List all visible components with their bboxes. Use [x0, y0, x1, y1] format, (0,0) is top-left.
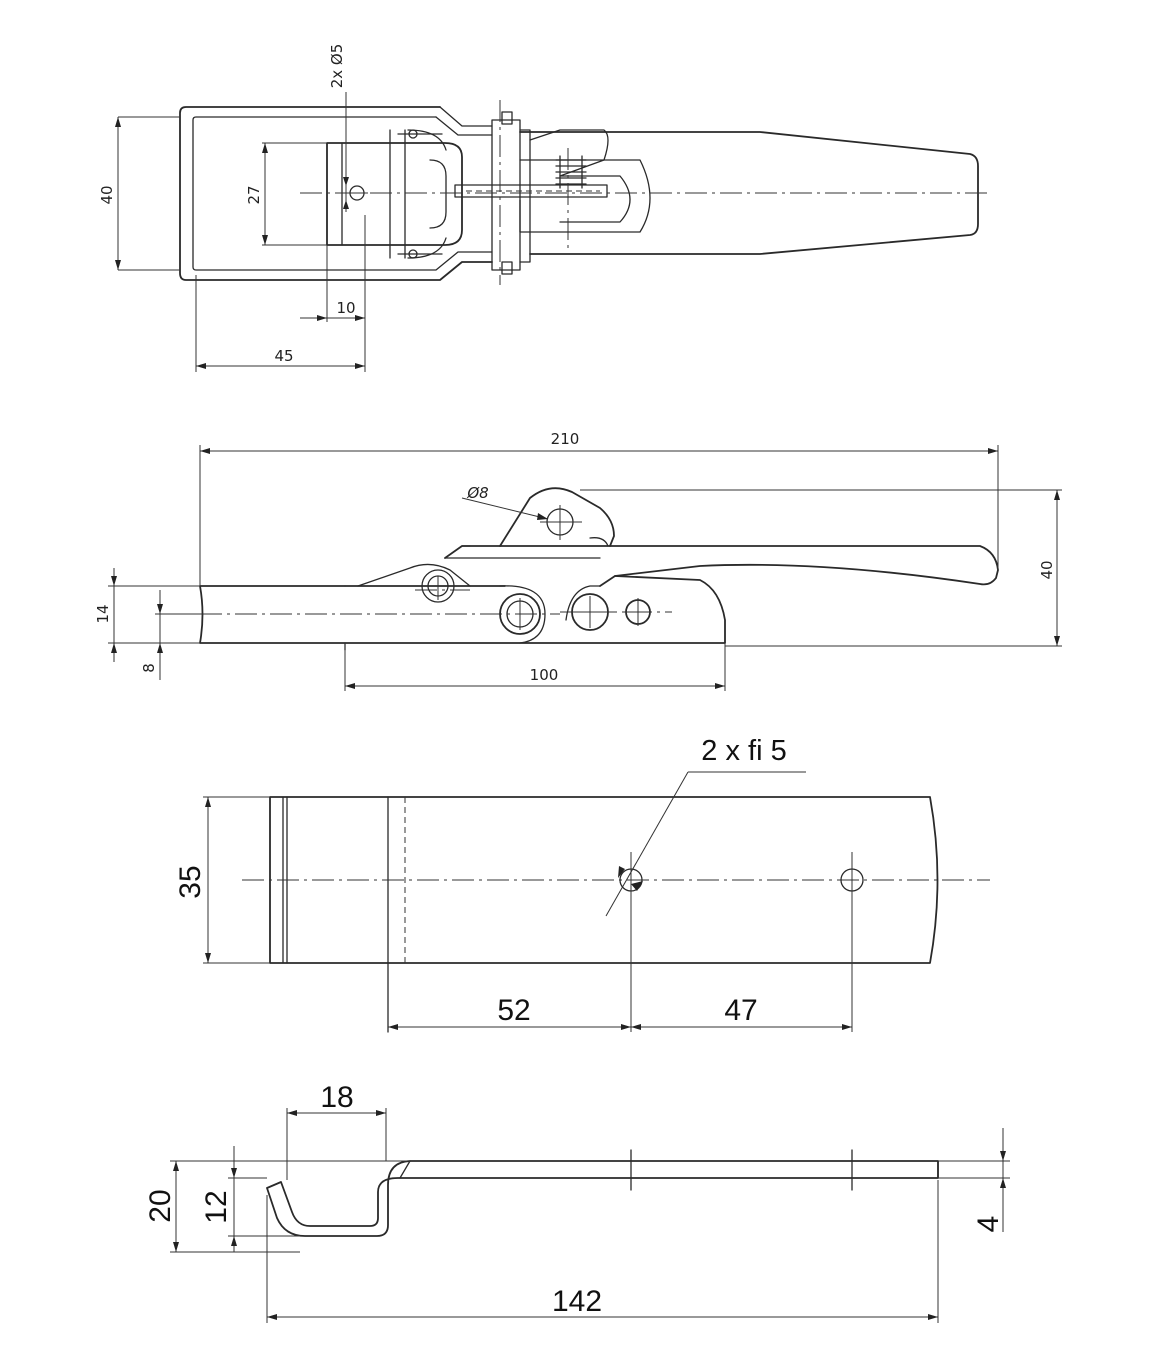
hook-side-view: 18 20 12 4 142 [144, 1081, 1010, 1323]
dim-20: 20 [144, 1189, 177, 1222]
dim-2x-fi5: 2 x fi 5 [701, 735, 786, 767]
dim-100: 100 [530, 666, 559, 684]
dim-8: 8 [140, 663, 158, 673]
dim-18: 18 [320, 1081, 353, 1114]
dim-10: 10 [336, 299, 355, 317]
dim-2x-d5: 2x Ø5 [328, 44, 346, 89]
top-hook [499, 487, 615, 547]
frame-loop-outer [179, 106, 493, 281]
dim-12: 12 [200, 1190, 233, 1223]
lever-outline-top [519, 131, 979, 255]
hook-plate-outline [269, 796, 939, 964]
base-plate-side [199, 575, 726, 644]
lever-side [444, 545, 999, 587]
dim-40-top: 40 [98, 185, 116, 204]
hook-plan-view: 2 x fi 5 35 52 47 [174, 735, 990, 1033]
dim-d8: Ø8 [466, 484, 488, 502]
side-view: Ø8 210 40 14 8 100 [94, 430, 1062, 691]
hook-profile [266, 1160, 939, 1237]
top-view: 40 27 2x Ø5 10 45 [98, 44, 990, 372]
dim-40-side: 40 [1038, 560, 1056, 579]
spring-icon [555, 155, 587, 189]
dim-45: 45 [274, 347, 293, 365]
dim-14: 14 [94, 604, 112, 623]
dim-27: 27 [245, 185, 263, 204]
dim-52: 52 [497, 994, 530, 1027]
dim-35: 35 [174, 865, 207, 898]
dim-47: 47 [724, 994, 757, 1027]
dim-4: 4 [972, 1216, 1005, 1233]
latch-bolt [454, 184, 608, 198]
frame-loop-inner [192, 116, 493, 271]
base-plate-top [326, 142, 463, 246]
dim-210: 210 [551, 430, 580, 448]
dim-142: 142 [552, 1285, 602, 1318]
